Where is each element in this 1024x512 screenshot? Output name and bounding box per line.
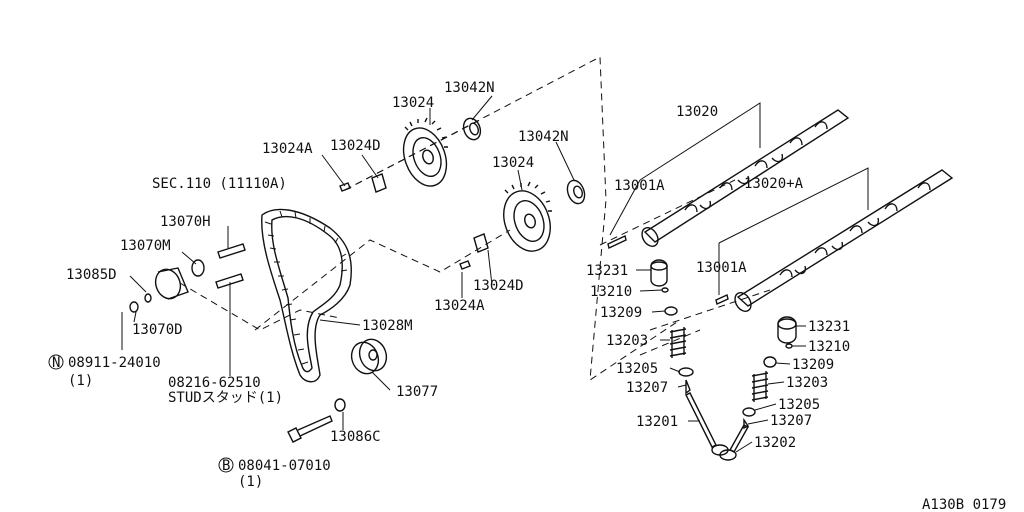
leader-lines xyxy=(121,95,869,453)
label-13020: 13020 xyxy=(676,104,718,120)
label-13210-right: 13210 xyxy=(808,339,850,355)
label-stud-name: STUDスタッド(1) xyxy=(168,390,283,406)
valve-stack-right xyxy=(719,316,797,461)
label-13086c: 13086C xyxy=(330,429,381,445)
label-13024-top: 13024 xyxy=(392,95,434,111)
label-13209-left: 13209 xyxy=(600,305,642,321)
label-13001a-top: 13001A xyxy=(614,178,665,194)
label-bolt-n-qty: (1) xyxy=(68,373,93,389)
timing-belt xyxy=(261,208,352,383)
label-sec110: SEC.110 (11110A) xyxy=(152,176,287,192)
label-13203-right: 13203 xyxy=(786,375,828,391)
idler-pulley xyxy=(350,338,388,375)
label-bolt-b-qty: (1) xyxy=(238,474,263,490)
label-13205-left: 13205 xyxy=(616,361,658,377)
label-13205-right: 13205 xyxy=(778,397,820,413)
label-13202: 13202 xyxy=(754,435,796,451)
label-13077: 13077 xyxy=(396,384,438,400)
label-stud-code: 08216-62510 xyxy=(168,375,261,391)
diagram-code: A130B 0179 xyxy=(922,497,1006,512)
label-13070d: 13070D xyxy=(132,322,183,338)
label-13024a-top: 13024A xyxy=(262,141,313,157)
label-13001a-mid: 13001A xyxy=(696,260,747,276)
camshaft-lower xyxy=(715,169,954,312)
cam-sprocket-upper xyxy=(402,117,448,187)
studs xyxy=(215,243,246,289)
label-13231-right: 13231 xyxy=(808,319,850,335)
label-13020a: 13020+A xyxy=(744,176,804,192)
circled-markers: N B xyxy=(48,354,234,474)
cam-sprocket-middle xyxy=(503,181,552,252)
camshaft-upper xyxy=(607,109,850,249)
sprocket-bolts xyxy=(339,173,489,270)
label-13024d-mid: 13024D xyxy=(473,278,524,294)
label-13028m: 13028M xyxy=(362,318,413,334)
label-bolt-n-code: 08911-24010 xyxy=(68,355,161,371)
label-13201: 13201 xyxy=(636,414,678,430)
label-13024a-mid: 13024A xyxy=(434,298,485,314)
circle-n-letter: N xyxy=(52,355,60,371)
label-13070h: 13070H xyxy=(160,214,211,230)
label-13203-left: 13203 xyxy=(606,333,648,349)
belt-tensioner xyxy=(129,259,205,313)
label-13207-left: 13207 xyxy=(626,380,668,396)
circle-b-letter: B xyxy=(222,458,230,474)
label-bolt-b-code: 08041-07010 xyxy=(238,458,331,474)
idler-bolt xyxy=(287,398,346,443)
label-13024d-top: 13024D xyxy=(330,138,381,154)
label-13042n-mid: 13042N xyxy=(518,129,569,145)
oil-seal-middle xyxy=(566,179,586,205)
label-13209-right: 13209 xyxy=(792,357,834,373)
label-13024-mid: 13024 xyxy=(492,155,534,171)
oil-seal-upper xyxy=(462,117,482,141)
label-13210-left: 13210 xyxy=(590,284,632,300)
label-13042n-top: 13042N xyxy=(444,80,495,96)
label-13070m: 13070M xyxy=(120,238,171,254)
part-labels: 13042N 13024 13024A 13024D 13042N 13024 … xyxy=(66,80,1006,512)
label-13085d: 13085D xyxy=(66,267,117,283)
label-13207-right: 13207 xyxy=(770,413,812,429)
label-13231-left: 13231 xyxy=(586,263,628,279)
